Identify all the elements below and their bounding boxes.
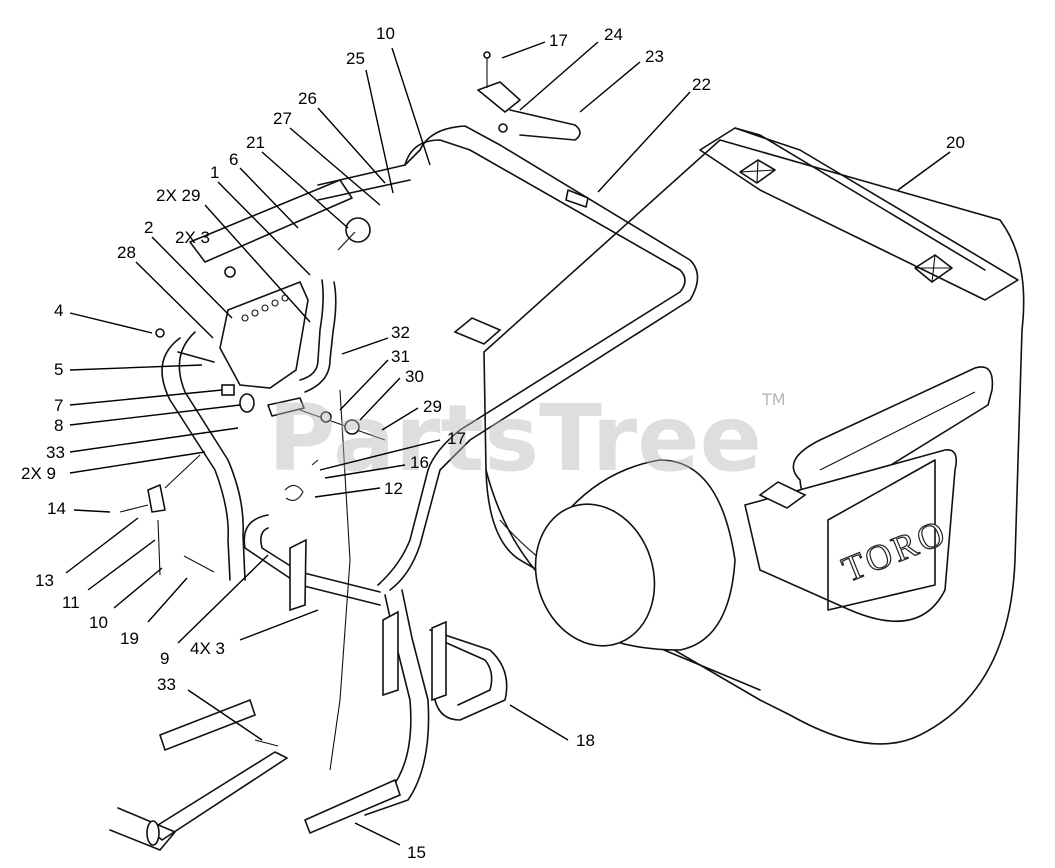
callout-4: 4 <box>54 301 63 320</box>
callout-9: 9 <box>160 649 169 668</box>
upper-handle <box>317 125 699 591</box>
callout-1: 1 <box>210 163 219 182</box>
callout-33-left: 33 <box>46 443 65 462</box>
discharge-chute <box>534 459 736 651</box>
callout-20: 20 <box>946 133 965 152</box>
callout-11: 11 <box>62 593 80 612</box>
callout-22: 22 <box>692 75 711 94</box>
callout-19: 19 <box>120 629 139 648</box>
leader-lines <box>65 41 951 846</box>
callout-27: 27 <box>273 109 292 128</box>
callout-16: 16 <box>410 453 429 472</box>
callout-2x9: 2X 9 <box>21 464 56 483</box>
callout-25: 25 <box>346 49 365 68</box>
callout-23: 23 <box>645 47 664 66</box>
callout-2x3: 2X 3 <box>175 228 210 247</box>
callout-26: 26 <box>298 89 317 108</box>
lower-handle-frame <box>159 514 508 835</box>
watermark-text: PartsTree <box>268 385 762 492</box>
hardware-cluster <box>155 266 386 441</box>
callout-30: 30 <box>405 367 424 386</box>
callout-6: 6 <box>229 150 238 169</box>
callout-4x3: 4X 3 <box>190 639 225 658</box>
control-lever <box>477 51 581 141</box>
adjuster-bracket <box>161 179 371 581</box>
callout-2x29: 2X 29 <box>156 186 200 205</box>
callout-labels: 10 17 24 25 23 22 26 20 27 21 6 1 2X 29 … <box>21 24 965 862</box>
callout-17-top: 17 <box>549 31 568 50</box>
callout-31: 31 <box>391 347 410 366</box>
callout-29: 29 <box>423 397 442 416</box>
watermark: PartsTree TM <box>268 385 786 492</box>
watermark-trademark: TM <box>761 390 786 409</box>
axle-rod <box>109 739 288 851</box>
callout-18: 18 <box>576 731 595 750</box>
callout-7: 7 <box>54 396 63 415</box>
callout-10-low: 10 <box>89 613 108 632</box>
callout-28: 28 <box>117 243 136 262</box>
callout-21: 21 <box>246 133 265 152</box>
callout-13: 13 <box>35 571 54 590</box>
callout-8: 8 <box>54 416 63 435</box>
callout-14: 14 <box>47 499 66 518</box>
callout-24: 24 <box>604 25 623 44</box>
callout-2: 2 <box>144 218 153 237</box>
callout-32: 32 <box>391 323 410 342</box>
callout-33-bottom: 33 <box>157 675 176 694</box>
callout-5: 5 <box>54 360 63 379</box>
callout-10-top: 10 <box>376 24 395 43</box>
callout-15: 15 <box>407 843 426 862</box>
callout-12: 12 <box>384 479 403 498</box>
callout-17-mid: 17 <box>447 429 466 448</box>
